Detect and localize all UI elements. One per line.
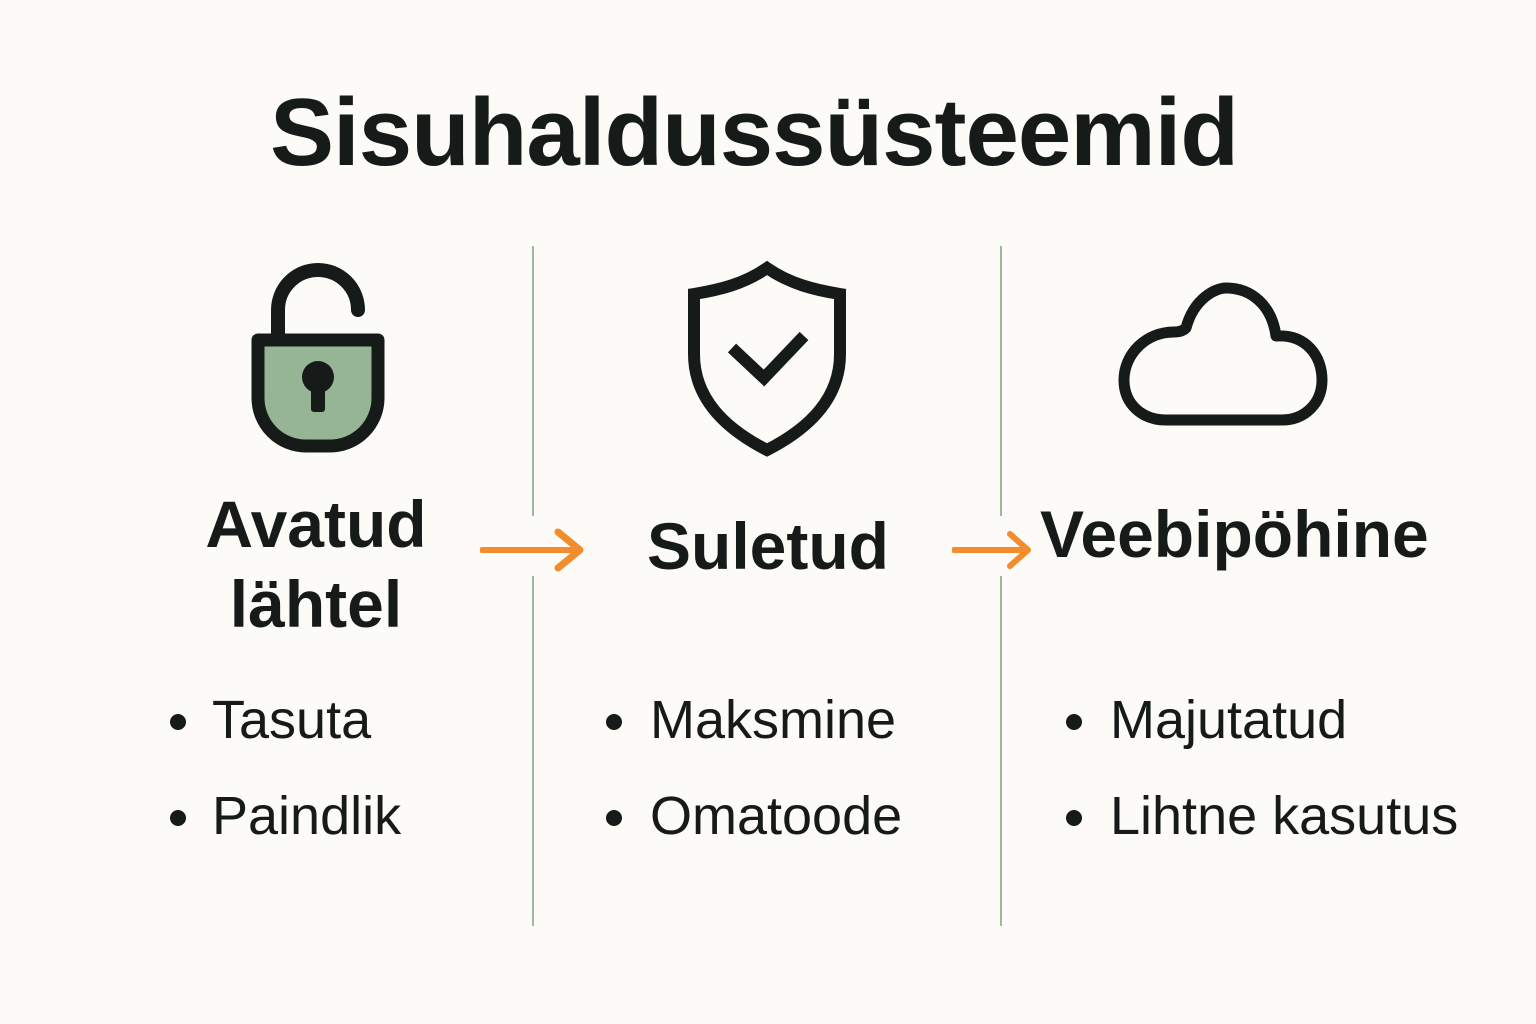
bullet-dot <box>1066 810 1082 826</box>
diagram-title: Sisuhaldussüsteemid <box>270 79 1239 186</box>
column-divider-2-top <box>1000 246 1002 516</box>
heading-line-2: lähtel <box>229 567 403 641</box>
unlocked-padlock-icon <box>251 263 385 453</box>
column-divider-1-bottom <box>532 576 534 926</box>
column-heading-open-source: Avatud lähtel <box>196 484 436 644</box>
bullet-dot <box>606 810 622 826</box>
column-divider-1-top <box>532 246 534 516</box>
column-divider-2-bottom <box>1000 576 1002 926</box>
arrow-right-icon <box>952 531 1031 569</box>
arrow-right-icon <box>480 528 584 572</box>
bullet-dot <box>170 810 186 826</box>
bullet-dot <box>170 714 186 730</box>
shield-check-icon <box>688 260 846 457</box>
cloud-icon <box>1118 282 1328 426</box>
column-heading-web-based: Veebipöhine <box>1040 497 1429 571</box>
heading-line-1: Avatud <box>205 487 427 561</box>
bullet-dot <box>606 714 622 730</box>
column-heading-closed: Suletud <box>647 509 889 583</box>
bullet-dot <box>1066 714 1082 730</box>
